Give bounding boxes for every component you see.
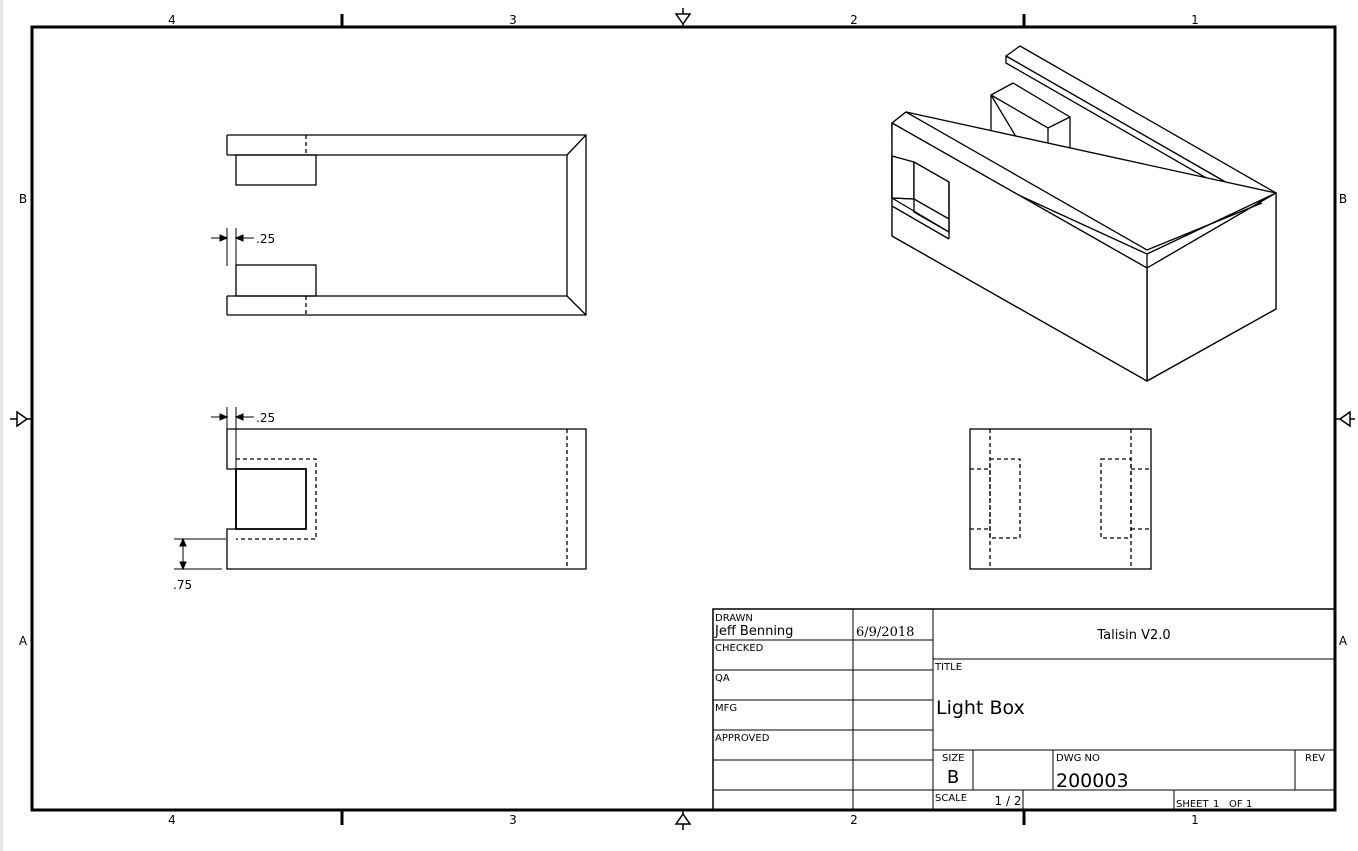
scale-value: 1 / 2 — [995, 794, 1022, 808]
title-label: TITLE — [934, 662, 962, 673]
sheet-number: 1 — [1213, 799, 1219, 810]
approved-label: APPROVED — [715, 733, 770, 744]
front-view-dimensions — [174, 407, 254, 571]
front-view-height-dimension: .75 — [173, 578, 192, 592]
top-view — [226, 134, 587, 316]
zone-col-4-top: 4 — [168, 13, 176, 27]
size-label: SIZE — [942, 753, 964, 764]
top-view-gap-dimension: .25 — [256, 232, 275, 246]
sheet-total: 1 — [1246, 799, 1252, 810]
title-block — [712, 608, 1336, 811]
front-view — [226, 428, 587, 570]
project-name: Talisin V2.0 — [1096, 628, 1170, 643]
front-view-gap-dimension: .25 — [256, 411, 275, 425]
qa-label: QA — [715, 673, 730, 684]
zone-row-b-right: B — [1339, 192, 1347, 206]
zone-col-1-bottom: 1 — [1191, 813, 1199, 827]
dwg-no-label: DWG NO — [1056, 753, 1100, 764]
checked-label: CHECKED — [715, 643, 764, 654]
rev-label: REV — [1305, 753, 1325, 764]
centering-arrows — [10, 8, 1355, 830]
window-left-edge — [0, 0, 3, 851]
zone-col-4-bottom: 4 — [168, 813, 176, 827]
zone-row-a-left: A — [19, 634, 28, 648]
isometric-view — [891, 45, 1277, 382]
zone-col-3-bottom: 3 — [509, 813, 517, 827]
drawn-date: 6/9/2018 — [856, 625, 914, 640]
mfg-label: MFG — [715, 703, 737, 714]
drawn-label: DRAWN — [715, 613, 753, 624]
top-view-dimension — [211, 228, 254, 266]
zone-ticks-top — [340, 14, 1026, 825]
drawn-by: Jeff Benning — [714, 624, 793, 639]
sheet-size: B — [947, 767, 959, 788]
zone-col-3-top: 3 — [509, 13, 517, 27]
scale-label: SCALE — [935, 793, 967, 804]
zone-col-2-top: 2 — [850, 13, 858, 27]
of-label: OF — [1229, 799, 1243, 810]
zone-col-1-top: 1 — [1191, 13, 1199, 27]
zone-col-2-bottom: 2 — [850, 813, 858, 827]
zone-row-a-right: A — [1339, 634, 1348, 648]
drawing-title: Light Box — [936, 697, 1025, 719]
drawing-number: 200003 — [1056, 770, 1129, 792]
zone-row-b-left: B — [19, 192, 27, 206]
sheet-label: SHEET — [1176, 799, 1210, 810]
side-view — [969, 428, 1152, 570]
